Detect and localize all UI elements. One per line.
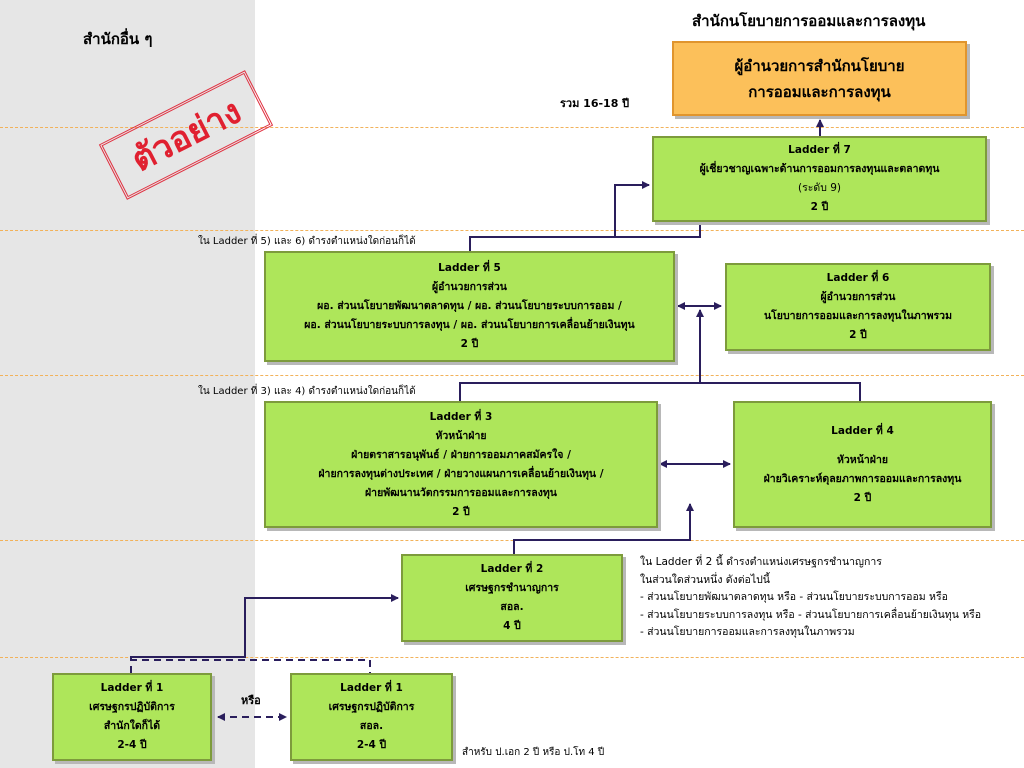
- ladder-3-4-note: ใน Ladder ที่ 3) และ 4) ดำรงตำแหน่งใดก่อ…: [198, 386, 416, 397]
- level-separator: [0, 375, 1024, 376]
- other-offices-panel: [0, 0, 255, 768]
- ladder-1-any-office-box: Ladder ที่ 1 เศรษฐกรปฏิบัติการ สำนักใดก็…: [52, 673, 212, 761]
- level-separator: [0, 657, 1024, 658]
- or-label: หรือ: [241, 694, 261, 707]
- ladder-1-sol-box: Ladder ที่ 1 เศรษฐกรปฏิบัติการ สอล. 2-4 …: [290, 673, 453, 761]
- ladder-7-box: Ladder ที่ 7 ผู้เชี่ยวชาญเฉพาะด้านการออม…: [652, 136, 987, 222]
- level-separator: [0, 540, 1024, 541]
- level-separator: [0, 230, 1024, 231]
- director-box: ผู้อำนวยการสำนักนโยบาย การออมและการลงทุน: [672, 41, 967, 116]
- ladder-5-box: Ladder ที่ 5 ผู้อำนวยการส่วน ผอ. ส่วนนโย…: [264, 251, 675, 362]
- ladder-2-note: ใน Ladder ที่ 2 นี้ ดำรงตำแหน่งเศรษฐกรชำ…: [640, 556, 982, 638]
- total-years-label: รวม 16-18 ปี: [560, 97, 630, 110]
- ladder-4-box: Ladder ที่ 4 หัวหน้าฝ่าย ฝ่ายวิเคราะห์ดุ…: [733, 401, 992, 528]
- ladder-2-box: Ladder ที่ 2 เศรษฐกรชำนาญการ สอล. 4 ปี: [401, 554, 623, 642]
- ladder-6-box: Ladder ที่ 6 ผู้อำนวยการส่วน นโยบายการออ…: [725, 263, 991, 351]
- ladder-5-6-note: ใน Ladder ที่ 5) และ 6) ดำรงตำแหน่งใดก่อ…: [198, 236, 416, 247]
- ladder-3-box: Ladder ที่ 3 หัวหน้าฝ่าย ฝ่ายตราสารอนุพั…: [264, 401, 658, 528]
- office-title: สำนักนโยบายการออมและการลงทุน: [692, 12, 926, 30]
- degree-note: สำหรับ ป.เอก 2 ปี หรือ ป.โท 4 ปี: [462, 747, 605, 758]
- level-separator: [0, 127, 1024, 128]
- other-offices-title: สำนักอื่น ๆ: [83, 30, 153, 48]
